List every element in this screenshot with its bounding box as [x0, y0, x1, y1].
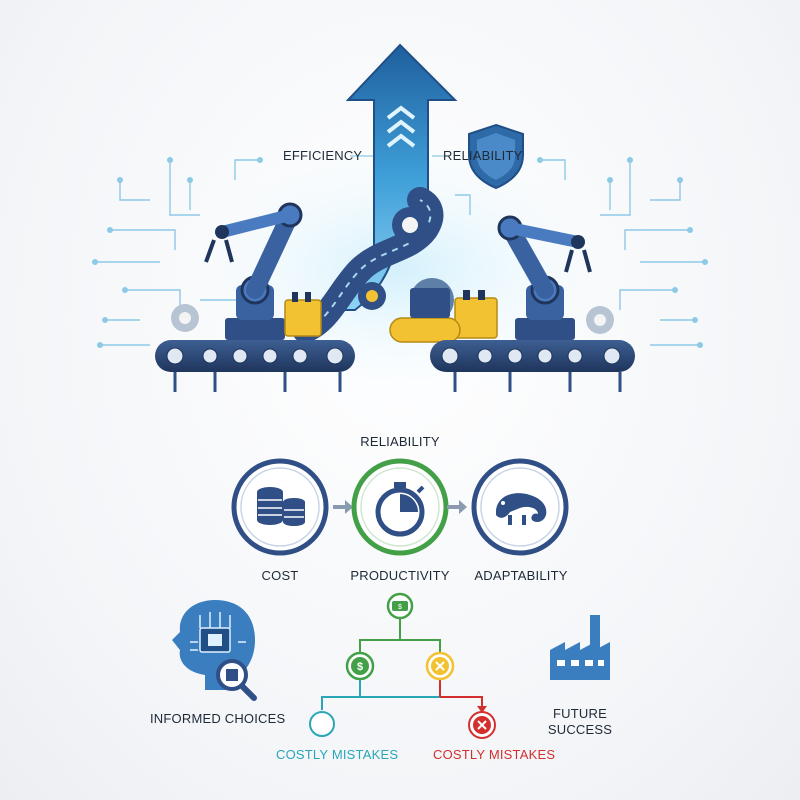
future-success-line1: FUTURE — [553, 706, 607, 721]
future-success-line2: SUCCESS — [547, 722, 613, 737]
future-success-label: FUTURE SUCCESS — [548, 706, 612, 738]
svg-text:$: $ — [357, 661, 363, 673]
arrow-right-icon — [333, 500, 353, 514]
machine-block-right — [389, 288, 498, 343]
shield-icon — [468, 123, 524, 190]
factors-heading: RELIABILITY — [360, 434, 440, 449]
stopwatch-icon — [375, 482, 425, 537]
svg-text:$: $ — [398, 604, 402, 611]
conveyor-belt-left — [155, 340, 355, 392]
robot-arm-left — [204, 202, 303, 340]
coins-stack-icon — [257, 487, 305, 526]
robot-arm-right — [497, 215, 592, 340]
warning-node — [425, 651, 455, 681]
costly-mistakes-left: COSTLY MISTAKES — [276, 747, 399, 762]
magnifier-icon — [216, 659, 257, 701]
gear-icon — [358, 207, 428, 310]
machine-block-left — [284, 292, 322, 337]
circuit-lines-right — [455, 159, 705, 346]
costly-mistakes-right: COSTLY MISTAKES — [433, 747, 556, 762]
cost-label: COST — [261, 568, 299, 583]
empty-outcome-node — [309, 711, 335, 737]
top-node: $ — [386, 592, 414, 620]
arrow-right-icon-2 — [447, 500, 467, 514]
chameleon-icon — [496, 493, 547, 525]
productivity-label: PRODUCTIVITY — [350, 568, 450, 583]
efficiency-label: EFFICIENCY — [283, 148, 363, 163]
adaptability-label: ADAPTABILITY — [474, 568, 568, 583]
circuit-lines-left — [95, 159, 260, 346]
factor-cost — [231, 458, 329, 556]
x-node — [468, 711, 496, 739]
factor-productivity — [351, 458, 449, 556]
informed-choices-label: INFORMED CHOICES — [150, 711, 286, 726]
reliability-label: RELIABILITY — [443, 148, 523, 163]
conveyor-belt-right — [430, 340, 635, 392]
factory-icon — [550, 615, 610, 680]
factor-adaptability — [471, 458, 569, 556]
s-curve-track — [292, 187, 444, 343]
decision-tree — [321, 617, 487, 713]
dollar-node: $ — [345, 651, 375, 681]
